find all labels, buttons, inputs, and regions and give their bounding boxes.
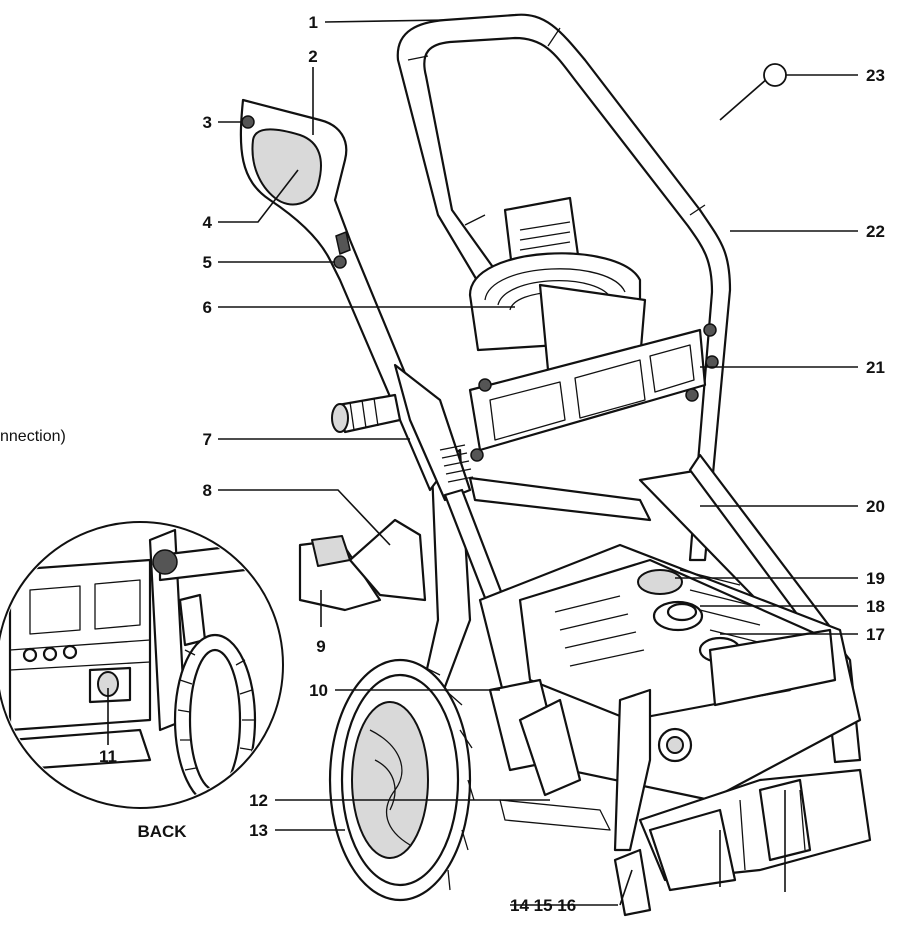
back-label: BACK [137,822,187,841]
part-label-18: 18 [866,597,885,616]
cut-off-text: nnection) [0,428,66,445]
part-label-4: 4 [203,213,213,232]
part-label-13: 13 [249,821,268,840]
part-label-20: 20 [866,497,885,516]
part-label-2: 2 [308,47,317,66]
part-label-6: 6 [203,298,212,317]
part-label-5: 5 [203,253,212,272]
pressure-washer-illustration [0,13,872,917]
nozzle-holder [613,768,872,917]
wheel-left [328,658,475,902]
part-label-3: 3 [203,113,212,132]
hose-holder [468,323,719,462]
part-label-1: 1 [309,13,318,32]
part-label-11: 11 [99,747,117,766]
part-label-7: 7 [203,430,212,449]
outlet-connector [331,393,402,434]
part-label-17: 17 [866,625,885,644]
part-label-22: 22 [866,222,885,241]
part-label-19: 19 [866,569,885,588]
engine-body [478,543,862,802]
part-label-21: 21 [866,358,885,377]
front-frame [499,688,652,852]
leader-lines [107,19,858,906]
part-label-8: 8 [203,481,212,500]
detergent-tank [298,518,427,612]
part-label-12: 12 [249,791,268,810]
part-label-9: 9 [316,637,325,656]
part-label-10: 10 [309,681,328,700]
hose-reel [468,196,647,372]
part-labels: 1 2 3 4 5 6 7 8 9 10 11 12 13 14 15 16 1… [0,13,885,915]
back-view-inset [0,521,284,809]
part-label-14-15-16: 14 15 16 [510,896,576,915]
part-label-23: 23 [866,66,885,85]
